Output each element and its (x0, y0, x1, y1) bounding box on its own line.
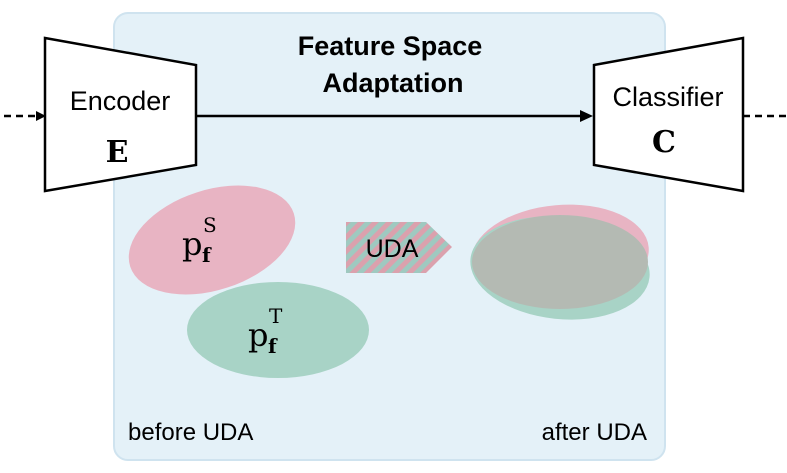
panel-title-line2: Adaptation (323, 68, 464, 98)
encoder-label: Encoder (70, 86, 171, 116)
input-arrowhead (36, 111, 46, 121)
source-distribution-sup: S (203, 213, 217, 237)
target-distribution (187, 282, 369, 378)
classifier-label: Classifier (612, 82, 723, 112)
target-distribution-sub: f (268, 334, 278, 358)
uda-arrow-label: UDA (366, 235, 419, 263)
feature-arrowhead (580, 110, 593, 122)
before-uda-caption: before UDA (128, 419, 253, 446)
source-distribution-sub: f (202, 243, 212, 267)
classifier-symbol: C (652, 125, 676, 160)
encoder-symbol: E (106, 135, 129, 170)
target-distribution-label: p (248, 316, 268, 354)
panel-title-line1: Feature Space (298, 31, 483, 61)
classifier-block (592, 36, 745, 193)
after-uda-caption: after UDA (542, 419, 647, 446)
uda-arrow (346, 222, 452, 273)
source-distribution (128, 185, 296, 295)
source-distribution-label: p (182, 225, 202, 263)
encoder-block (43, 36, 198, 193)
aligned-overlap-region (472, 215, 648, 309)
target-distribution-sup: T (269, 304, 283, 328)
